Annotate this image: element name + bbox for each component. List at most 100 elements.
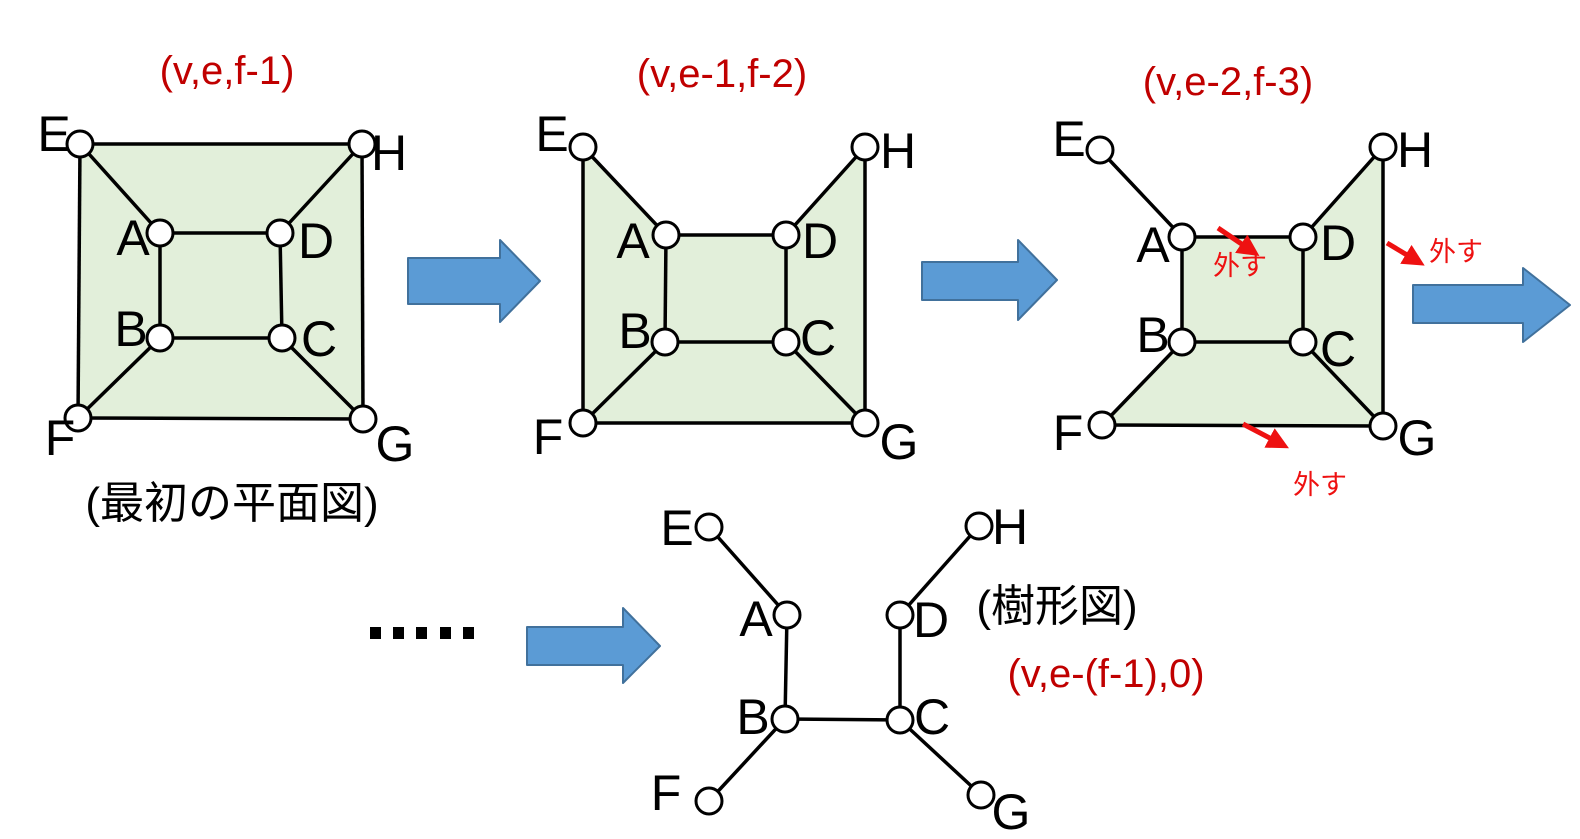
edge-GC — [1301, 340, 1385, 428]
edge-CG — [898, 718, 983, 797]
vertex-label-B: B — [618, 303, 651, 359]
step2-face-right — [786, 147, 865, 423]
vertex-label-E: E — [37, 106, 70, 162]
step2-vertex-labels: E H A D B C F G — [533, 106, 919, 470]
remove-label-inner-edge: 外す — [1213, 251, 1267, 281]
ellipsis-dots — [370, 627, 474, 639]
vertex-F — [694, 786, 724, 816]
step2-title: (v,e-1,f-2) — [637, 52, 807, 96]
edge-BA — [663, 234, 668, 343]
vertex-label-D: D — [1320, 215, 1356, 271]
vertex-label-G: G — [880, 414, 919, 470]
vertex-label-B: B — [1136, 307, 1169, 363]
vertex-label-C: C — [1320, 321, 1356, 377]
vertex-label-F: F — [533, 409, 564, 465]
vertex-label-B: B — [114, 301, 147, 357]
vertex-B — [145, 323, 175, 353]
vertex-E — [568, 132, 598, 162]
vertex-G — [966, 780, 996, 810]
step2-face-bottom — [583, 342, 865, 423]
vertex-label-G: G — [376, 416, 415, 472]
vertex-F — [568, 408, 598, 438]
vertex-C — [267, 323, 297, 353]
vertex-D — [1288, 222, 1318, 252]
remove-label-right-edge: 外す — [1429, 237, 1483, 267]
remove-arrow-right-edge — [1385, 240, 1425, 266]
initial-caption: (最初の平面図) — [85, 479, 378, 528]
step2-face-inner — [665, 235, 786, 342]
edge-EA — [581, 145, 668, 237]
vertex-A — [1167, 222, 1197, 252]
vertex-H — [964, 511, 994, 541]
step1-vertices — [63, 129, 378, 434]
edge-FE — [76, 143, 82, 419]
graph-step1: (v,e,f-1) E H — [37, 49, 414, 528]
vertex-B — [770, 704, 800, 734]
ellipsis-dot — [416, 627, 427, 639]
step1-vertex-labels: E H A D B C F G — [37, 106, 414, 472]
vertex-label-G: G — [1398, 410, 1437, 466]
edge-HD — [278, 142, 364, 235]
vertex-label-C: C — [800, 310, 836, 366]
step-arrow-2 — [921, 239, 1058, 321]
vertex-label-E: E — [1052, 111, 1085, 167]
edge-FB — [1100, 340, 1184, 427]
edge-GF — [77, 416, 364, 421]
tree-vertices — [694, 511, 996, 816]
vertex-E — [1085, 135, 1115, 165]
step3-face-inner — [1182, 237, 1303, 342]
vertex-H — [347, 129, 377, 159]
edge-GC — [784, 340, 867, 425]
edge-BC — [784, 717, 901, 722]
remove-arrow-bottom-edge — [1241, 421, 1289, 449]
vertex-E — [694, 512, 724, 542]
vertex-H — [1368, 132, 1398, 162]
step2-edges — [581, 145, 867, 425]
vertex-label-F: F — [45, 410, 76, 466]
vertex-G — [850, 408, 880, 438]
vertex-G — [1368, 411, 1398, 441]
edge-HD — [1301, 145, 1385, 239]
final-formula: (v,e-(f-1),0) — [1007, 652, 1204, 696]
vertex-label-H: H — [992, 499, 1028, 555]
edge-DH — [898, 524, 981, 617]
step1-title: (v,e,f-1) — [160, 49, 295, 93]
vertex-label-H: H — [1397, 122, 1433, 178]
graph-step2: (v,e-1,f-2) — [533, 52, 919, 470]
vertex-C — [1288, 327, 1318, 357]
step2-shaded-regions — [583, 147, 865, 423]
ellipsis-dot — [440, 627, 451, 639]
vertex-B — [1167, 327, 1197, 357]
remove-label-bottom-edge: 外す — [1293, 470, 1347, 500]
step3-title: (v,e-2,f-3) — [1143, 60, 1313, 104]
step3-vertices — [1085, 132, 1398, 441]
graph-tree: E A B F D H C G (樹形図) (v,e-(f-1),0) — [651, 499, 1205, 839]
tree-edges — [707, 524, 983, 803]
vertex-D — [885, 600, 915, 630]
vertex-label-E: E — [660, 500, 693, 556]
vertex-G — [348, 404, 378, 434]
vertex-label-D: D — [913, 592, 949, 648]
vertex-label-C: C — [301, 311, 337, 367]
step2-vertices — [568, 132, 880, 438]
vertex-label-F: F — [1053, 405, 1084, 461]
vertex-label-E: E — [535, 106, 568, 162]
edge-HD — [784, 145, 867, 237]
vertex-label-B: B — [736, 689, 769, 745]
vertex-C — [885, 705, 915, 735]
ellipsis-dot — [370, 627, 381, 639]
remove-arrow-inner-edge — [1216, 225, 1260, 257]
vertex-E — [65, 129, 95, 159]
vertex-label-D: D — [802, 213, 838, 269]
tree-vertex-labels: E A B F D H C G — [651, 499, 1031, 839]
tree-caption: (樹形図) — [976, 582, 1137, 631]
vertex-label-A: A — [616, 213, 650, 269]
edge-EA — [78, 142, 162, 235]
vertex-A — [145, 218, 175, 248]
step-arrow-1 — [407, 239, 541, 323]
edge-DC — [278, 232, 284, 339]
vertex-label-H: H — [880, 123, 916, 179]
vertex-label-A: A — [739, 591, 773, 647]
step3-face-bottom — [1102, 342, 1383, 426]
vertex-C — [771, 327, 801, 357]
